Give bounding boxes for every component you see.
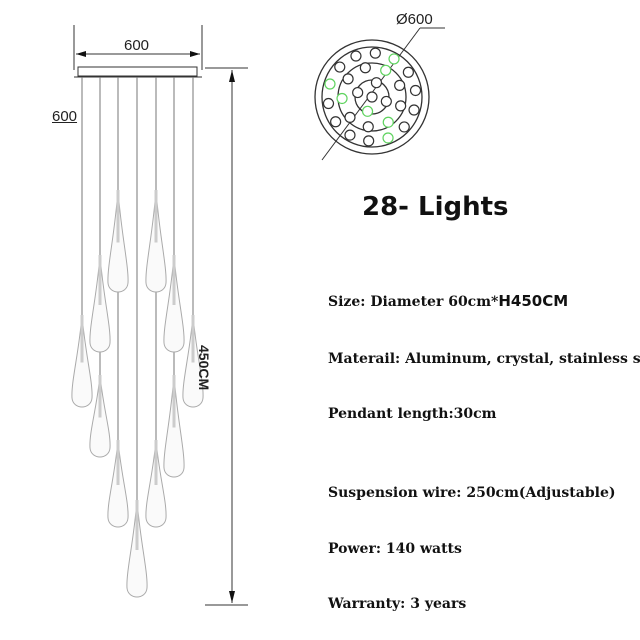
light-position [342, 73, 354, 85]
light-position [352, 86, 364, 99]
light-position [388, 53, 400, 65]
light-position [402, 66, 414, 78]
light-position [344, 111, 356, 123]
light-position [380, 95, 392, 108]
light-position [382, 116, 394, 128]
light-position [382, 132, 394, 144]
light-position [359, 62, 371, 74]
light-position [408, 104, 420, 116]
light-position [380, 64, 392, 76]
spec-material: Materail: Aluminum, crystal, stainless s… [328, 351, 640, 367]
light-position [370, 77, 383, 89]
light-position [361, 105, 374, 117]
light-position [366, 91, 378, 103]
light-position [398, 121, 410, 133]
light-position [350, 50, 362, 62]
spec-pendant-length: Pendant length:30cm [328, 406, 497, 422]
depth-label: 600 [52, 108, 78, 125]
light-position [334, 61, 346, 73]
height-label: 450CM [196, 345, 212, 391]
canopy [77, 66, 198, 77]
spec-power: Power: 140 watts [328, 541, 462, 557]
lights-count-title: 28- Lights [362, 192, 509, 222]
inner-ring [321, 46, 423, 148]
spec-suspension-wire: Suspension wire: 250cm(Adjustable) [328, 485, 616, 501]
light-position [394, 79, 406, 91]
spec-warranty: Warranty: 3 years [328, 596, 467, 612]
light-position [395, 100, 407, 112]
light-position [344, 129, 356, 141]
outer-ring [314, 39, 430, 155]
light-position [322, 97, 335, 110]
light-position [362, 121, 374, 133]
spec-size: Size: Diameter 60cm*H450CM [328, 292, 569, 310]
light-position [324, 78, 336, 90]
light-position [409, 84, 422, 97]
light-position [330, 116, 342, 128]
light-position [336, 92, 348, 105]
width-label: 600 [124, 37, 150, 54]
light-position [369, 47, 381, 59]
light-position [363, 135, 375, 147]
diameter-label: Ø600 [396, 11, 433, 28]
